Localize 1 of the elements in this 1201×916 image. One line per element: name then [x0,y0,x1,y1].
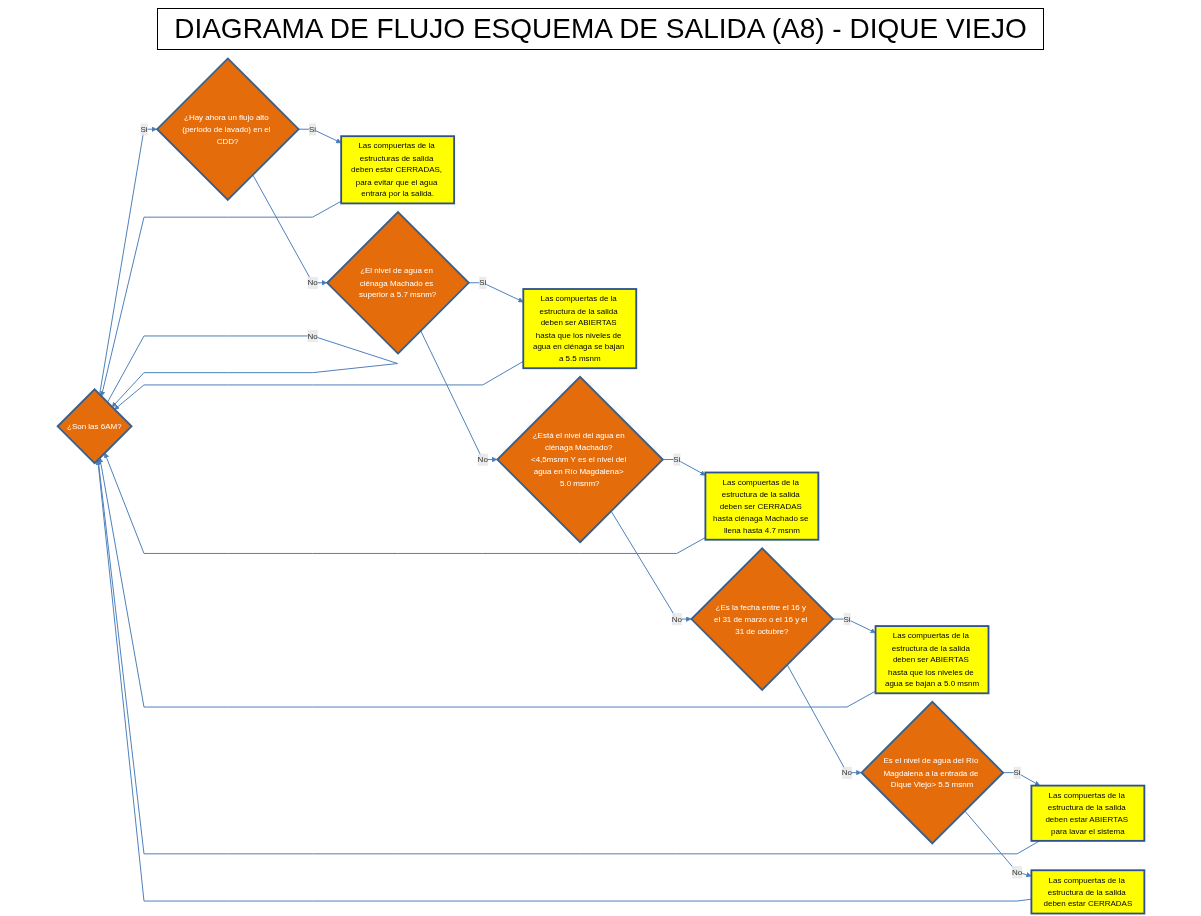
diagram-title: DIAGRAMA DE FLUJO ESQUEMA DE SALIDA (A8) - DIQUE VIEJO [157,8,1044,50]
